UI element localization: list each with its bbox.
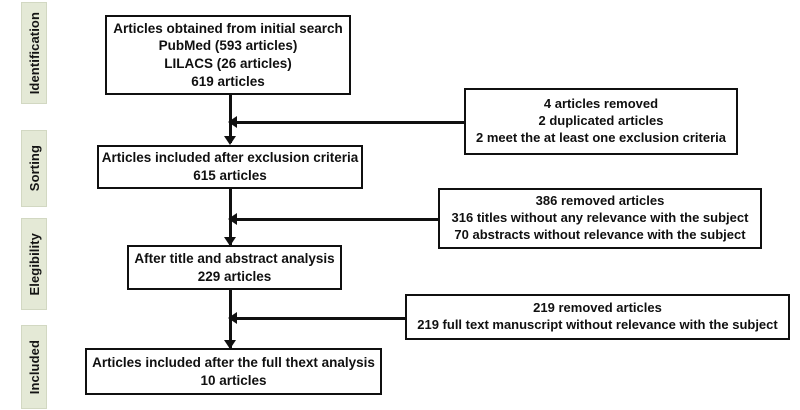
identification-box-line-1: Articles obtained from initial search — [113, 20, 343, 36]
arrow-left-exclusion-2 — [228, 213, 237, 225]
exclusion-box-1-line-1: 4 articles removed — [543, 96, 659, 112]
included-box-line-2: 10 articles — [200, 372, 267, 388]
exclusion-box-3-line-2: 219 full text manuscript without relevan… — [417, 317, 778, 332]
exclusion-box-1-line-2: 2 duplicated articles — [538, 113, 664, 129]
stage-band-sorting: Sorting — [21, 130, 47, 207]
connector-exclusion-2 — [232, 218, 438, 221]
included-box: Articles included after the full thext a… — [85, 348, 382, 395]
identification-box: Articles obtained from initial search Pu… — [105, 15, 351, 95]
arrow-down-to-included — [224, 340, 236, 349]
stage-label-identification: Identification — [26, 11, 42, 95]
exclusion-box-1-line-3: 2 meet the at least one exclusion criter… — [476, 129, 726, 145]
stage-label-sorting: Sorting — [26, 145, 42, 192]
stage-label-elegibility: Elegibility — [26, 232, 42, 296]
exclusion-box-2-line-1: 386 removed articles — [535, 193, 665, 209]
connector-exclusion-1 — [232, 121, 464, 124]
stage-band-identification: Identification — [21, 2, 47, 104]
stage-band-elegibility: Elegibility — [21, 218, 47, 310]
eligibility-box-line-1: After title and abstract analysis — [134, 250, 335, 266]
sorting-box-line-1: Articles included after exclusion criter… — [101, 150, 359, 166]
exclusion-box-2-line-3: 70 abstracts without relevance with the … — [454, 226, 746, 242]
exclusion-box-1: 4 articles removed 2 duplicated articles… — [464, 88, 738, 155]
arrow-down-to-eligibility — [224, 237, 236, 246]
identification-box-line-3: LILACS (26 articles) — [164, 56, 292, 71]
eligibility-box: After title and abstract analysis 229 ar… — [127, 245, 342, 290]
arrow-left-exclusion-1 — [228, 116, 237, 128]
sorting-box: Articles included after exclusion criter… — [97, 145, 363, 189]
exclusion-box-3: 219 removed articles 219 full text manus… — [405, 294, 790, 340]
sorting-box-line-2: 615 articles — [193, 168, 267, 183]
eligibility-box-line-2: 229 articles — [197, 268, 272, 284]
identification-box-line-4: 619 articles — [191, 73, 265, 89]
exclusion-box-2-line-2: 316 titles without any relevance with th… — [451, 210, 749, 226]
stage-label-included: Included — [26, 339, 42, 395]
identification-box-line-2: PubMed (593 articles) — [158, 38, 298, 54]
arrow-down-to-sorting — [224, 136, 236, 145]
included-box-line-1: Articles included after the full thext a… — [92, 354, 375, 370]
arrow-left-exclusion-3 — [228, 312, 237, 324]
stage-band-included: Included — [21, 325, 47, 409]
exclusion-box-3-line-1: 219 removed articles — [533, 300, 662, 316]
exclusion-box-2: 386 removed articles 316 titles without … — [438, 188, 762, 249]
connector-exclusion-3 — [232, 317, 405, 320]
